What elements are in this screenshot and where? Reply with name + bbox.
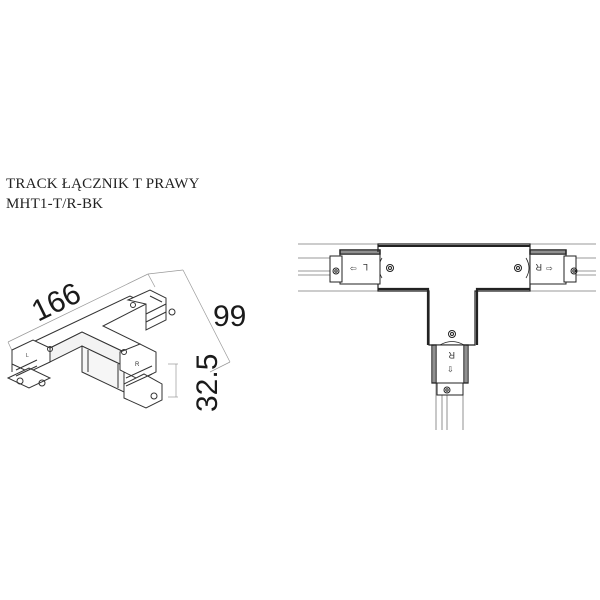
svg-text:⇦: ⇦ <box>350 264 357 273</box>
svg-text:⇩: ⇩ <box>447 365 454 374</box>
product-title-block: TRACK ŁĄCZNIK T PRAWY MHT1-T/R-BK <box>6 174 200 214</box>
svg-text:⇨: ⇨ <box>546 264 553 273</box>
product-code: MHT1-T/R-BK <box>6 196 104 212</box>
top-bottom-label: R <box>448 350 455 360</box>
iso-left-label: L <box>26 353 29 359</box>
dimension-height: 32.5 <box>191 354 224 412</box>
top-right-label: R <box>535 262 542 272</box>
top-left-label: L <box>363 262 368 272</box>
isometric-view: L R <box>6 269 231 409</box>
dimension-depth: 99 <box>213 300 246 333</box>
top-view: ⇦ L R ⇨ R ⇩ <box>298 243 596 430</box>
product-name: TRACK ŁĄCZNIK T PRAWY <box>6 176 200 192</box>
iso-right-label: R <box>135 362 140 368</box>
